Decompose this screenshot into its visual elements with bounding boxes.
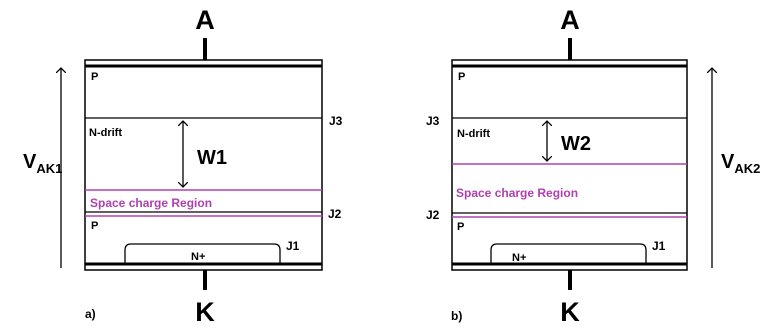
terminal-k-label: K bbox=[195, 297, 215, 327]
layer-n-drift: N-drift bbox=[457, 128, 490, 140]
caption-b: b) bbox=[451, 309, 462, 323]
junction-j3-label: J3 bbox=[329, 114, 343, 128]
space-charge-label: Space charge Region bbox=[456, 186, 578, 200]
layer-p-top: P bbox=[458, 71, 465, 83]
n-plus-region bbox=[490, 243, 647, 264]
layer-n-plus: N+ bbox=[512, 252, 526, 264]
caption-a: a) bbox=[85, 307, 96, 321]
junction-j1-label: J1 bbox=[652, 239, 666, 253]
layer-p-bottom: P bbox=[91, 220, 98, 232]
junction-j2-label: J2 bbox=[426, 208, 440, 222]
layer-p-top: P bbox=[91, 71, 98, 83]
junction-j2-label: J2 bbox=[328, 207, 342, 221]
layer-n-plus: N+ bbox=[191, 251, 205, 263]
voltage-label: VAK1 bbox=[23, 151, 62, 176]
voltage-label: VAK2 bbox=[721, 151, 760, 176]
terminal-k-label: K bbox=[560, 297, 580, 327]
diagram-a: A P N-drift W1 Space charge Region P N+ … bbox=[23, 5, 343, 327]
terminal-a-label: A bbox=[560, 5, 580, 35]
junction-j1-label: J1 bbox=[286, 239, 300, 253]
diagram-b: A P N-drift W2 Space charge Region P N+ … bbox=[426, 5, 760, 327]
width-label: W2 bbox=[561, 133, 591, 155]
n-plus-region bbox=[124, 243, 281, 264]
layer-p-bottom: P bbox=[457, 221, 464, 233]
width-label: W1 bbox=[197, 147, 227, 169]
space-charge-label: Space charge Region bbox=[90, 196, 212, 210]
layer-n-drift: N-drift bbox=[89, 127, 122, 139]
junction-j3-label: J3 bbox=[426, 114, 440, 128]
terminal-a-label: A bbox=[195, 5, 215, 35]
